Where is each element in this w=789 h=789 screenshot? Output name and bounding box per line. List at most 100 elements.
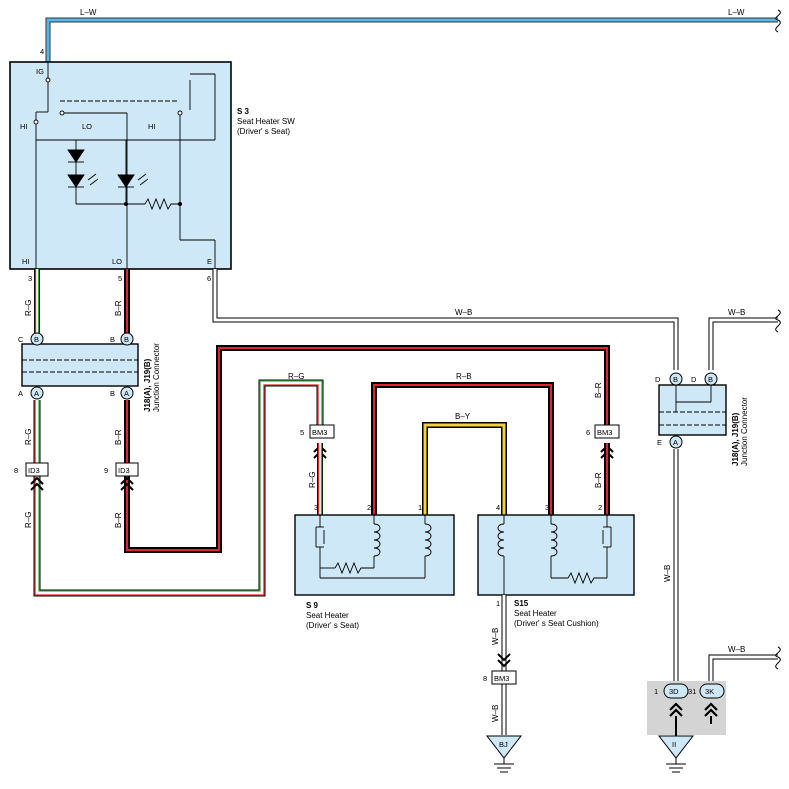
rb-wire-s9-s15 [371,382,554,515]
switch-pin-3: 3 [28,274,32,283]
s15-name: Seat Heater [514,609,557,618]
conn-3k-chevrons [704,702,718,717]
switch-hi-left: HI [20,122,28,131]
wire-label-rg-top: R–G [24,300,33,316]
switch-pin-6: 6 [207,274,211,283]
switch-box [9,61,232,270]
ground-bj-symbol [485,735,523,759]
conn-left-title: J18(A), J19(B) [143,358,152,412]
rg-wire-lower-left [33,379,324,597]
bm3-bottom-connector [491,670,517,685]
s9-heater-box [294,514,455,596]
wire-label-wb-right-vertical: W–B [663,565,672,582]
bm3-right-num: 6 [586,428,590,437]
wire-label-lw-left: L–W [80,8,97,17]
rg-wire-left [34,269,40,333]
wire-label-rg-id3: R–G [24,512,33,528]
rg-wire-s9 [317,443,323,515]
wire-label-br-s15: B–R [594,472,603,488]
wire-label-lw-right: L–W [728,8,745,17]
s9-internals [315,515,432,579]
s15-pin-1: 1 [496,599,500,608]
junction-connector-right [658,384,727,436]
s9-pin-1: 1 [418,503,422,512]
conn-right-d1: D [655,375,661,384]
switch-bottom-hi: HI [22,257,30,266]
conn-left-pin-b1-label: B [34,335,39,344]
conn-left-pin-a1-label: A [34,389,39,398]
switch-bottom-lo: LO [112,257,122,266]
conn-right-pin-a [669,435,683,449]
conn-left-a: A [18,389,23,398]
wire-label-by: B–Y [455,412,471,421]
conn-3d-label: 3D [669,687,679,696]
s9-id: S 9 [306,601,319,610]
conn-right-pin-a-label: A [673,438,678,447]
conn-right-pin-b2 [704,372,718,386]
conn-left-b-letter: B [110,335,115,344]
s15-internals [497,515,612,595]
conn-right-pin-b2-label: B [708,375,713,384]
wb-wire-3k [708,646,781,684]
switch-internals [33,62,216,269]
ground-ii-symbol [657,735,695,759]
wire-label-rb-top: R–B [456,372,472,381]
wire-label-wb-3k: W–B [728,645,745,654]
bm3-bottom-chevrons [497,653,511,668]
wire-label-wb-bm3: W–B [491,705,500,722]
wire-label-br-id3: B–R [114,512,123,528]
id3-right-num: 9 [104,466,108,475]
pin-ig-label: IG [36,67,44,76]
wb-wire-e [212,269,679,370]
wire-label-br-conn: B–R [114,429,123,445]
switch-sub: (Driver' s Seat) [237,127,290,136]
conn-right-pin-b1 [669,372,683,386]
id3-left-connector [25,462,49,477]
s9-pin-2: 2 [367,503,371,512]
bm3-left-num: 5 [300,428,304,437]
ground-ii-lines [666,758,686,773]
s15-pin-3: 3 [545,503,549,512]
id3-left-num: 8 [14,466,18,475]
conn-3k-label: 3K [705,687,714,696]
switch-hi-right: HI [148,122,156,131]
wire-label-wb-s15: W–B [491,628,500,645]
conn-3k-num: 31 [688,687,696,696]
conn-left-pin-a2-label: A [124,389,129,398]
conn-3d [663,683,689,699]
conn-left-pin-b2 [120,332,134,346]
wire-label-rg-conn: R–G [24,429,33,445]
br-wire-lower-left [124,345,610,553]
switch-name: Seat Heater SW [237,117,295,126]
conn-right-subtitle: Junction Connector [740,397,749,466]
id3-right-label: ID3 [118,466,130,475]
conn-left-b-bottom: B [110,389,115,398]
conn-left-pin-b1 [30,332,44,346]
wire-label-rg-s9: R–G [308,472,317,488]
s9-sub: (Driver' s Seat) [306,621,359,630]
bm3-bottom-label: BM3 [494,674,509,683]
conn-right-d2: D [691,375,697,384]
bm3-right-label: BM3 [597,428,612,437]
wire-label-wb-e: W–B [455,308,472,317]
wb-wire-right-top [708,309,781,370]
ground-bj-label: BJ [499,740,508,749]
wire-label-wb-right-top: W–B [728,308,745,317]
pin-ig-number: 4 [40,47,44,56]
switch-lo: LO [82,122,92,131]
id3-right-chevrons [120,476,134,491]
s15-pin-4: 4 [496,503,500,512]
lw-wire [45,9,781,62]
bm3-left-label: BM3 [312,428,327,437]
by-wire [422,422,507,515]
conn-right-pin-b1-label: B [673,375,678,384]
conn-left-subtitle: Junction Connector [152,343,161,412]
wire-label-rg-top-mid: R–G [288,372,304,381]
conn-left-pin-a2 [120,386,134,400]
conn-left-c: C [18,335,24,344]
junction-connector-left [21,343,139,387]
conn-3k [699,683,725,699]
switch-pin-5: 5 [118,274,122,283]
id3-left-chevrons [30,476,44,491]
